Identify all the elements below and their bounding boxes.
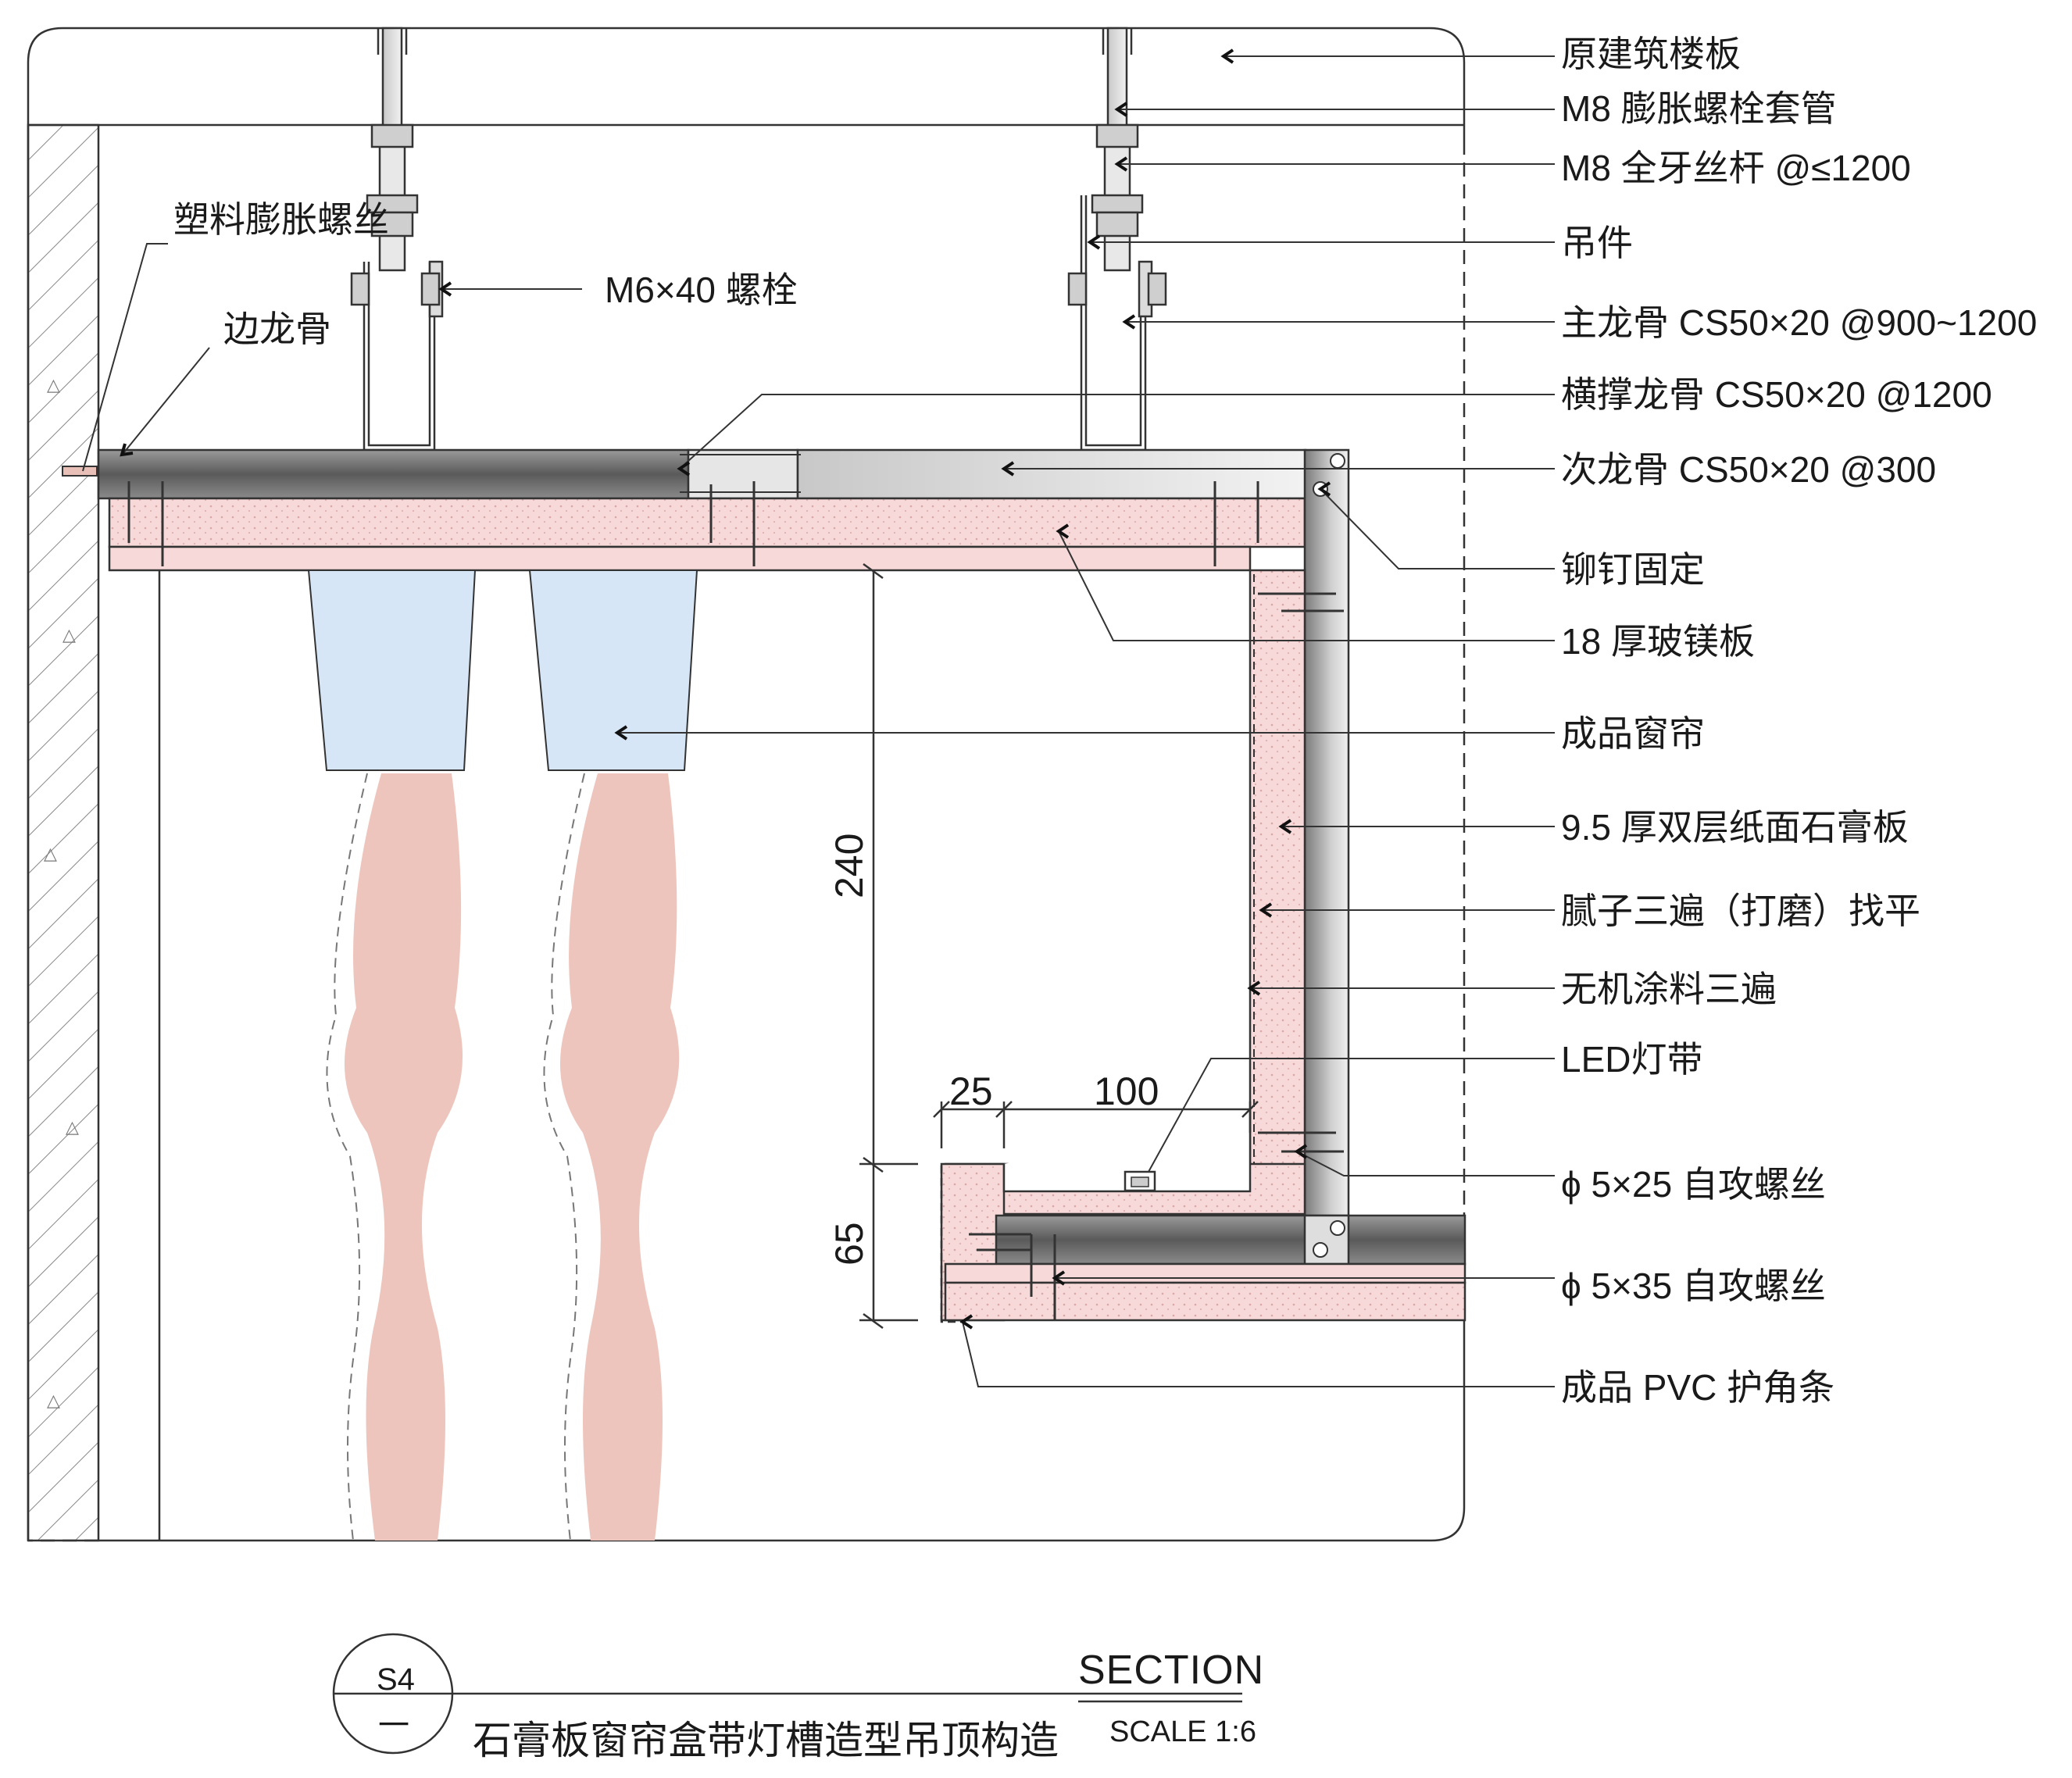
dim-65: 65 <box>827 1222 871 1266</box>
curtain-heads <box>307 569 698 771</box>
drawing-title: 石膏板窗帘盒带灯槽造型吊顶构造 <box>473 1719 1059 1762</box>
label-putty: 腻子三遍（打磨）找平 <box>1561 891 1920 931</box>
label-pvc-corner: 成品 PVC 护角条 <box>1561 1367 1835 1408</box>
label-cross-keel: 横撑龙骨 CS50×20 @1200 <box>1561 374 1992 415</box>
top-board <box>108 497 1306 572</box>
light-trough <box>940 1109 1466 1323</box>
label-mgo-board: 18 厚玻镁板 <box>1561 621 1755 662</box>
dimension-lines <box>859 562 1259 1330</box>
dim-100: 100 <box>1094 1069 1159 1113</box>
hanger-rod-left <box>366 27 419 272</box>
label-edge-keel: 边龙骨 <box>223 309 331 349</box>
label-bolt: M6×40 螺栓 <box>605 270 798 310</box>
label-gypsum: 9.5 厚双层纸面石膏板 <box>1561 807 1909 848</box>
arrow-marks <box>120 48 1331 1330</box>
svg-text:△: △ <box>66 1117 79 1137</box>
label-m8-sleeve: M8 膨胀螺栓套管 <box>1561 88 1837 129</box>
dim-240: 240 <box>827 833 871 898</box>
section-label: SECTION <box>1078 1648 1265 1693</box>
label-curtain: 成品窗帘 <box>1561 713 1705 754</box>
left-wall: △ △ △ △ △ <box>27 123 100 1542</box>
label-rivet: 铆钉固定 <box>1561 549 1705 590</box>
hanger-left <box>350 260 444 452</box>
label-screw-25: ϕ 5×25 自攻螺丝 <box>1561 1164 1826 1205</box>
label-main-keel: 主龙骨 CS50×20 @900~1200 <box>1561 302 2038 343</box>
label-sub-keel: 次龙骨 CS50×20 @300 <box>1561 449 1937 490</box>
label-led: LED灯带 <box>1561 1039 1703 1080</box>
curtain-fabric <box>326 773 680 1541</box>
label-screw-35: ϕ 5×35 自攻螺丝 <box>1561 1266 1826 1306</box>
svg-text:△: △ <box>47 1391 60 1410</box>
svg-text:△: △ <box>44 844 57 863</box>
section-tag-number: S4 <box>377 1662 415 1697</box>
plastic-anchor <box>62 466 98 477</box>
leader-lines <box>82 55 1555 1387</box>
title-block <box>332 1633 1242 1755</box>
right-vertical-board <box>1249 448 1350 1237</box>
label-plastic-anchor: 塑料膨胀螺丝 <box>173 199 389 240</box>
label-hanger: 吊件 <box>1561 223 1633 263</box>
svg-text:△: △ <box>47 375 60 395</box>
dim-25: 25 <box>949 1069 993 1113</box>
svg-text:△: △ <box>63 625 76 644</box>
drawing-frame <box>27 27 1466 1542</box>
label-paint: 无机涂料三遍 <box>1561 969 1777 1009</box>
hanger-rod-right <box>1091 27 1144 272</box>
top-steel-band <box>97 448 1307 500</box>
section-tag-sheet: 一 <box>378 1708 409 1743</box>
label-floor-slab: 原建筑楼板 <box>1561 34 1741 74</box>
label-m8-rod: M8 全牙丝杆 @≤1200 <box>1561 148 1911 188</box>
drawing-scale: SCALE 1:6 <box>1109 1716 1256 1748</box>
